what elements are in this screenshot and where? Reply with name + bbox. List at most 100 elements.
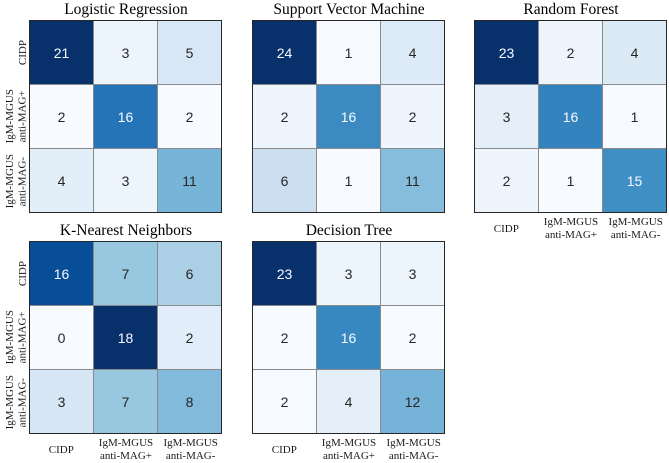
- matrix-cell: 1: [317, 21, 380, 84]
- matrix-cell: 3: [94, 149, 157, 212]
- matrix-cell: 12: [381, 370, 444, 433]
- matrix-cell: 3: [381, 242, 444, 305]
- matrix-cell: 1: [539, 149, 602, 212]
- tick-label-line: anti-MAG+: [544, 229, 597, 241]
- tick-label-line: IgM-MGUS: [163, 437, 218, 450]
- tick-label-line: IgM-MGUS: [4, 89, 17, 144]
- matrix-cell: 16: [94, 85, 157, 148]
- matrix-cell: 1: [317, 149, 380, 212]
- matrix-cell: 21: [30, 21, 93, 84]
- tick-label-line: CIDP: [16, 260, 29, 286]
- panel-title: Random Forest: [523, 1, 619, 18]
- matrix-cell: 3: [317, 242, 380, 305]
- tick-label-line: IgM-MGUS: [98, 437, 154, 450]
- matrix-cell: 2: [381, 306, 444, 369]
- matrix-cell: 2: [158, 306, 221, 369]
- tick-label-line: anti-MAG+: [99, 450, 152, 462]
- tick-label-line: CIDP: [16, 39, 29, 65]
- y-tick-label-text: CIDP: [17, 261, 29, 286]
- matrix-cell: 2: [253, 306, 316, 369]
- matrix-cell: 2: [539, 21, 602, 84]
- matrix-cell: 7: [94, 370, 157, 433]
- tick-label-line: anti-MAG-: [16, 156, 29, 206]
- matrix-cell: 4: [317, 370, 380, 433]
- tick-label-line: anti-MAG+: [16, 311, 29, 364]
- matrix-cell: 2: [253, 85, 316, 148]
- matrix-cell: 23: [253, 242, 316, 305]
- y-tick-label-text: CIDP: [17, 40, 29, 65]
- matrix-cell: 16: [539, 85, 602, 148]
- tick-label-line: CIDP: [271, 443, 297, 456]
- matrix-cell: 2: [158, 85, 221, 148]
- matrix-cell: 4: [381, 21, 444, 84]
- matrix-cell: 2: [475, 149, 538, 212]
- matrix-cell: 11: [158, 149, 221, 212]
- matrix-cell: 4: [30, 149, 93, 212]
- tick-label-line: anti-MAG+: [322, 450, 375, 462]
- panel-title: K-Nearest Neighbors: [59, 222, 193, 239]
- tick-label-line: IgM-MGUS: [321, 437, 377, 450]
- matrix-cell: 0: [30, 306, 93, 369]
- matrix-cell: 16: [30, 242, 93, 305]
- matrix-cell: 11: [381, 149, 444, 212]
- tick-label-line: anti-MAG-: [610, 229, 661, 241]
- matrix-cell: 16: [317, 85, 380, 148]
- tick-label-line: anti-MAG-: [388, 450, 439, 462]
- x-tick-label: CIDP: [29, 437, 94, 463]
- matrix-cell: 15: [603, 149, 666, 212]
- tick-label-line: IgM-MGUS: [4, 374, 17, 430]
- tick-label-line: anti-MAG-: [16, 377, 29, 427]
- matrix-cell: 6: [158, 242, 221, 305]
- matrix-cell: 1: [603, 85, 666, 148]
- matrix-cell: 4: [603, 21, 666, 84]
- tick-label-line: IgM-MGUS: [4, 310, 17, 365]
- matrix-cell: 3: [30, 370, 93, 433]
- tick-label-line: IgM-MGUS: [543, 216, 599, 229]
- tick-label-line: CIDP: [493, 222, 519, 235]
- matrix-cell: 24: [253, 21, 316, 84]
- matrix-cell: 6: [253, 149, 316, 212]
- matrix-cell: 3: [94, 21, 157, 84]
- x-tick-label: CIDP: [474, 216, 539, 242]
- panel-title: Decision Tree: [305, 222, 393, 239]
- matrix-cell: 3: [475, 85, 538, 148]
- tick-label-line: CIDP: [48, 443, 74, 456]
- tick-label-line: IgM-MGUS: [4, 153, 17, 209]
- matrix-cell: 18: [94, 306, 157, 369]
- matrix-cell: 23: [475, 21, 538, 84]
- tick-label-line: IgM-MGUS: [608, 216, 663, 229]
- tick-label-line: anti-MAG+: [16, 90, 29, 143]
- matrix-cell: 8: [158, 370, 221, 433]
- tick-label-line: anti-MAG-: [165, 450, 216, 462]
- matrix-cell: 7: [94, 242, 157, 305]
